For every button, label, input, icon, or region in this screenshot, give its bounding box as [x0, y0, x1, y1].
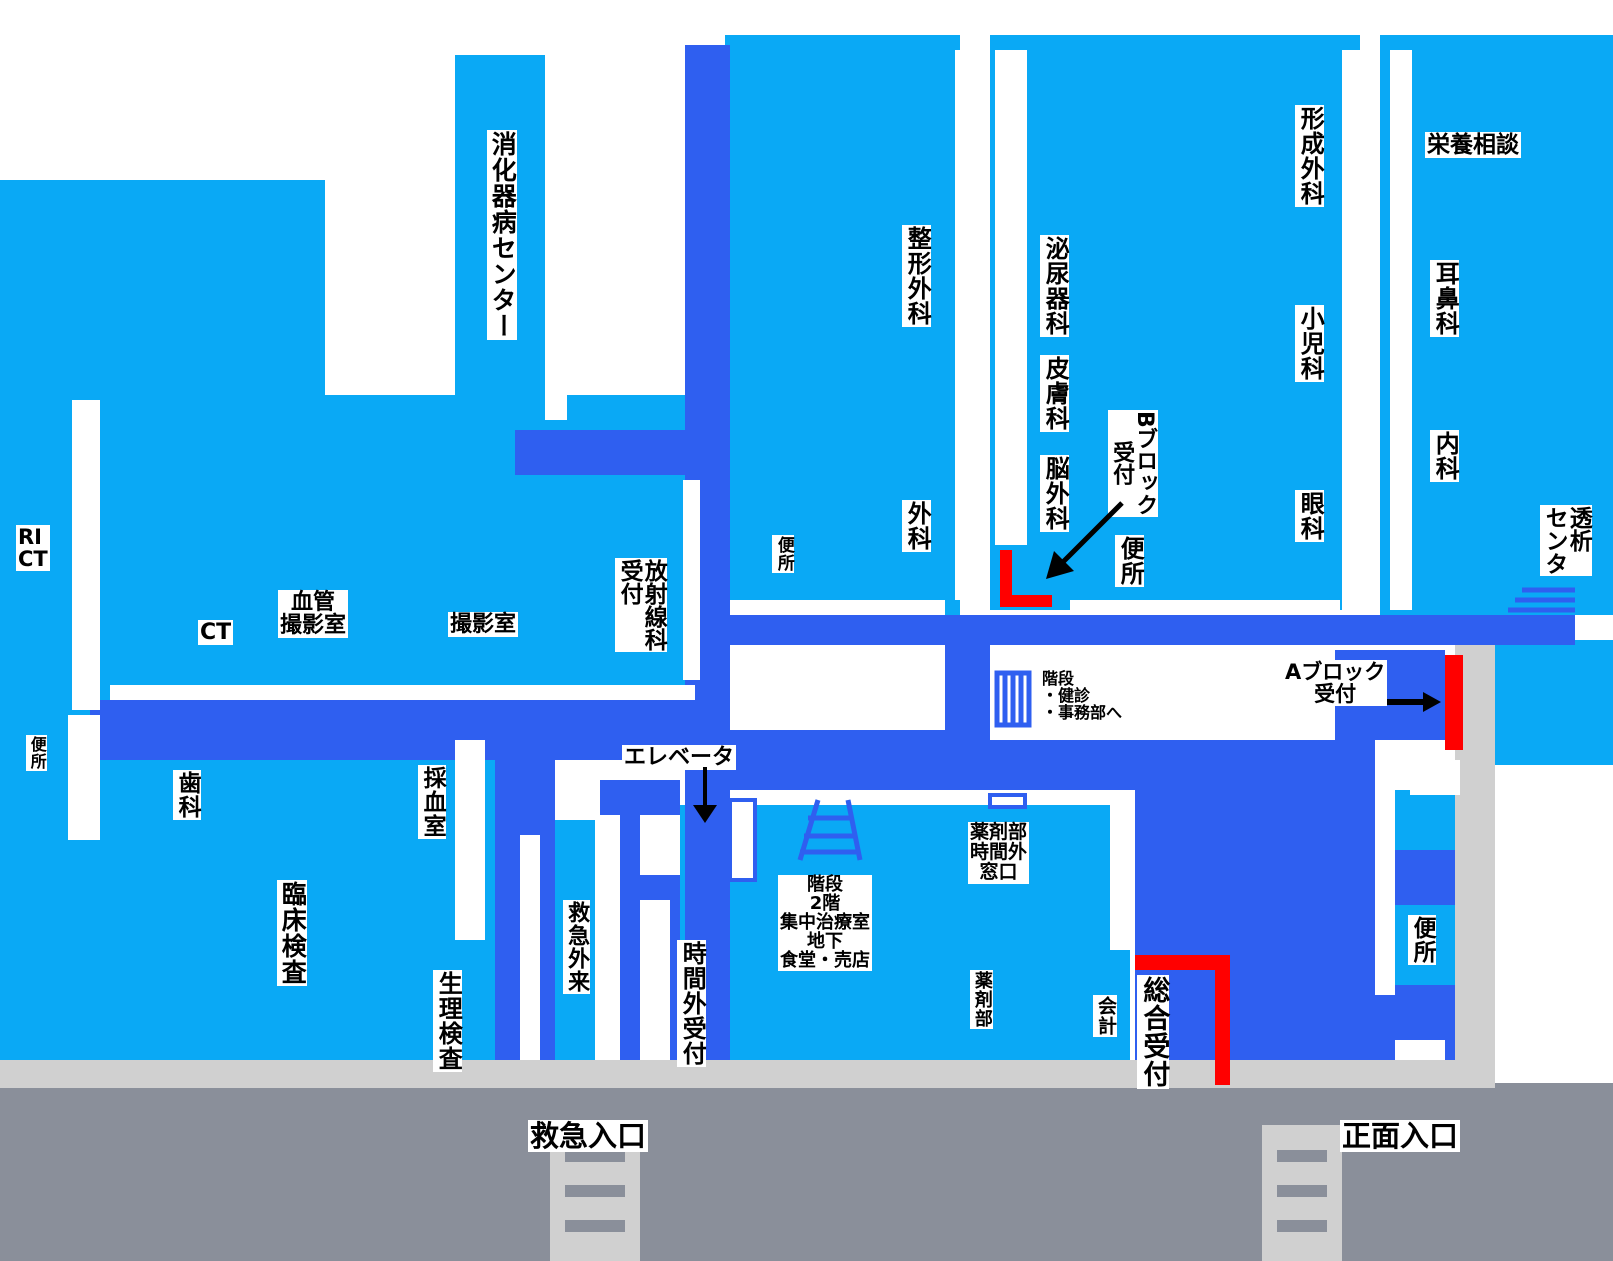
label-ct: CT: [198, 620, 234, 646]
label-emergency-outpatient: 救急外来: [563, 900, 591, 994]
label-plastic-surgery: 形成外科: [1295, 105, 1325, 207]
label-toilet-left: 便所: [26, 735, 47, 771]
label-clinical-lab: 臨床検査: [277, 880, 308, 986]
label-pharmacy: 薬剤部: [970, 970, 993, 1029]
label-stairs-icu: 階段 2階 集中治療室 地下 食堂・売店: [778, 874, 872, 972]
label-imaging-room: 撮影室: [448, 612, 519, 638]
label-ri-ct: RI CT: [16, 525, 50, 572]
label-toilet-center: 便所: [1115, 535, 1145, 587]
b-block-arrow: [1046, 501, 1124, 579]
label-toilet-right: 便所: [1408, 915, 1437, 965]
a-block-arrow: [1387, 692, 1441, 712]
label-digestive-center: 消化器病センター: [487, 130, 518, 340]
label-a-block-reception: Aブロック 受付: [1283, 660, 1388, 707]
label-dentistry: 歯科: [173, 770, 202, 820]
label-dermatology: 皮膚科: [1040, 355, 1070, 432]
label-blood-collection: 採血室: [418, 765, 447, 839]
label-ent: 耳鼻科: [1430, 260, 1460, 337]
label-b-block-reception: Bブロック 受付: [1108, 410, 1159, 517]
label-general-reception: 総合受付: [1137, 975, 1170, 1089]
label-after-hours-reception: 時間外受付: [677, 940, 707, 1067]
label-toilet-top-left: 便所: [772, 535, 794, 573]
label-radiology-reception: 放射線科 受付: [615, 558, 668, 652]
elevator-arrow: [693, 767, 717, 823]
label-stairs-checkup: 階段 ・健診 ・事務部へ: [1040, 669, 1125, 723]
label-angiography: 血管 撮影室: [278, 590, 349, 639]
label-elevator: エレベータ: [622, 745, 737, 771]
label-nutrition-consultation: 栄養相談: [1425, 132, 1521, 159]
label-cashier: 会計: [1093, 995, 1117, 1037]
label-neurosurgery: 脳外科: [1040, 455, 1070, 532]
label-pediatrics: 小児科: [1295, 305, 1325, 382]
label-surgery: 外科: [902, 500, 932, 552]
label-emergency-entrance: 救急入口: [528, 1119, 649, 1153]
label-pharmacy-after-hours: 薬剤部 時間外 窓口: [968, 821, 1030, 884]
label-main-entrance: 正面入口: [1340, 1119, 1461, 1153]
label-orthopedics: 整形外科: [902, 225, 932, 327]
label-internal-medicine: 内科: [1430, 430, 1460, 482]
label-dialysis-center: 透析 センタ: [1540, 505, 1593, 576]
road: [0, 1083, 1613, 1261]
label-ophthalmology: 眼科: [1295, 490, 1325, 542]
sidewalk: [0, 1060, 1495, 1088]
label-urology: 泌尿器科: [1040, 235, 1070, 337]
label-physiological-test: 生理検査: [433, 970, 463, 1072]
